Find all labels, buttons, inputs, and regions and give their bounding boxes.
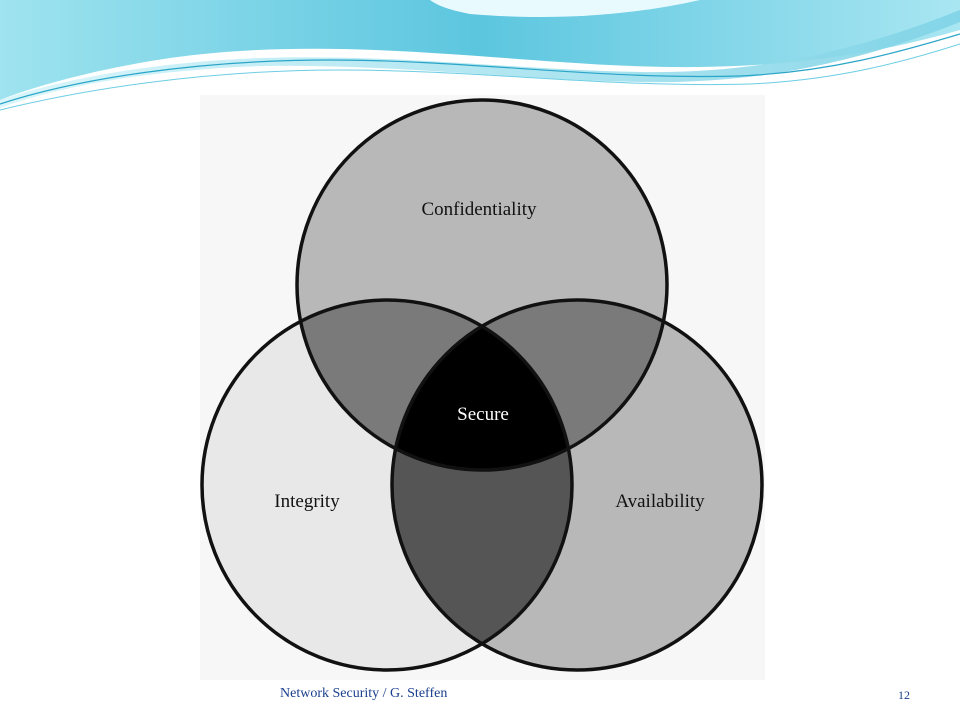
footer-text: Network Security / G. Steffen: [280, 686, 448, 701]
header-wave-decoration: [0, 0, 960, 111]
label-integrity: Integrity: [274, 491, 340, 512]
outline-availability: [390, 298, 764, 672]
label-confidentiality: Confidentiality: [421, 199, 537, 220]
region-confidentiality-integrity: [297, 300, 572, 470]
venn-fills: [202, 100, 762, 670]
outline-confidentiality: [295, 98, 669, 472]
region-confidentiality-availability: [392, 300, 667, 470]
cia-venn-diagram: Confidentiality Integrity Availability S…: [200, 98, 764, 672]
outline-integrity: [200, 298, 574, 672]
page-number: 12: [898, 688, 910, 702]
label-availability: Availability: [615, 491, 705, 512]
label-secure: Secure: [457, 404, 509, 425]
venn-outlines: [200, 98, 764, 672]
